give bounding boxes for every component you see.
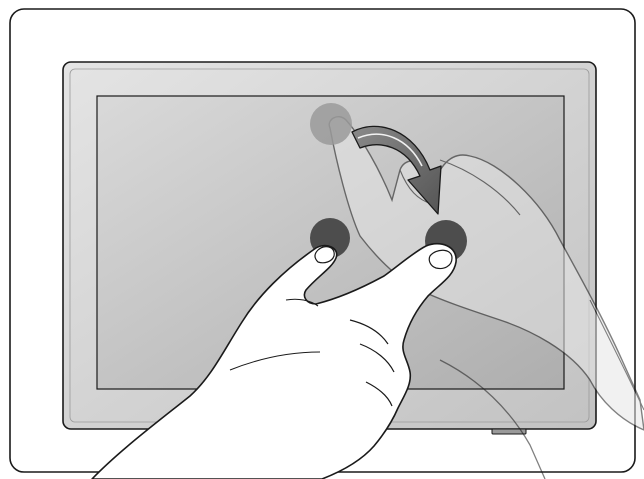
index-fingernail	[429, 250, 452, 268]
ghost-touch-point	[310, 103, 352, 145]
